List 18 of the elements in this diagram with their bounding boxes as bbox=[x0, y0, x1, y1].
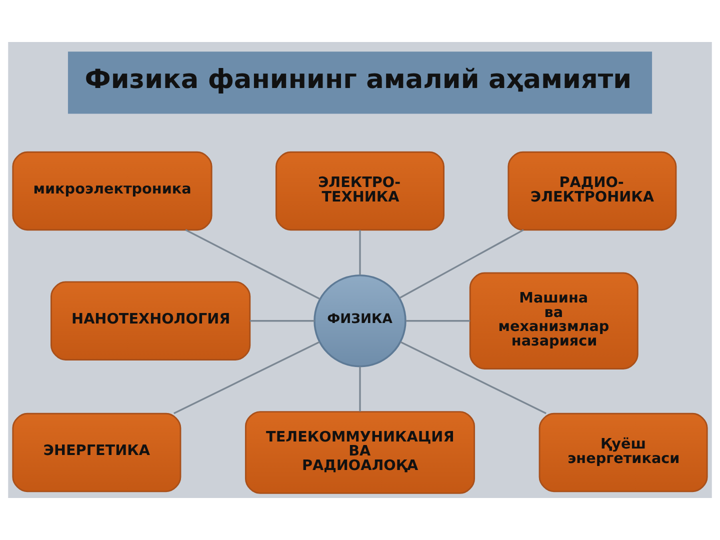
node-box: Қуёш энергетикаси bbox=[538, 412, 708, 492]
connector bbox=[359, 230, 361, 275]
connector bbox=[174, 341, 320, 414]
connector bbox=[399, 229, 524, 299]
connector bbox=[185, 229, 320, 300]
connector bbox=[400, 341, 546, 414]
node-circle: ФИЗИКА bbox=[314, 274, 406, 368]
node-box: ЭЛЕКТРО- ТЕХНИКА bbox=[276, 151, 444, 231]
connector bbox=[406, 320, 470, 322]
node-box: ТЕЛЕКОММУНИКАЦИЯ ВА РАДИОАЛОҚА bbox=[244, 411, 476, 494]
node-box: НАНОТЕХНОЛОГИЯ bbox=[50, 281, 251, 360]
diagram-title: Физика фанининг амалий аҳамияти bbox=[84, 65, 632, 96]
connector bbox=[250, 320, 314, 322]
node-box: РАДИО- ЭЛЕКТРОНИКА bbox=[508, 151, 677, 231]
node-box: Машина ва механизмлар назарияси bbox=[469, 272, 638, 370]
node-box: ЭНЕРГЕТИКА bbox=[12, 412, 182, 492]
connector bbox=[359, 366, 361, 412]
node-box: микроэлектроника bbox=[12, 151, 212, 231]
